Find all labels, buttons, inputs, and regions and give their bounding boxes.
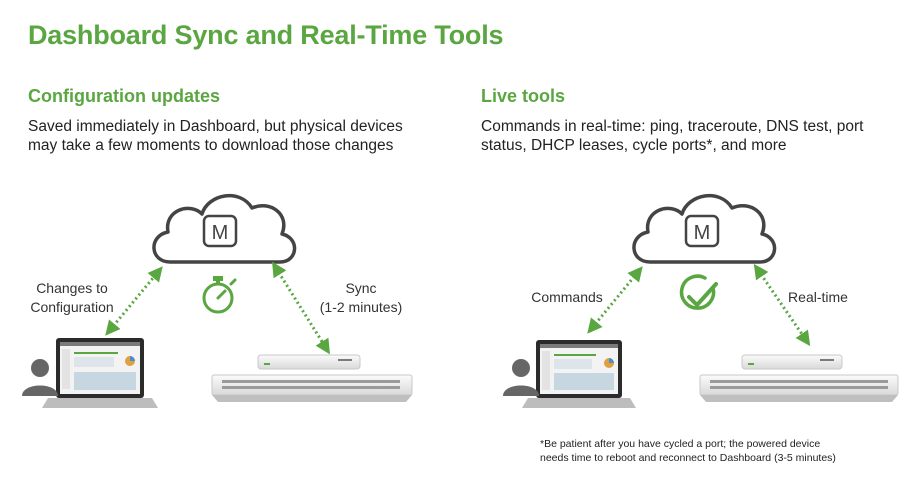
user-icon <box>22 359 58 396</box>
cloud-letter: M <box>212 222 229 244</box>
commands-label: Commands <box>531 289 603 305</box>
sync-arrow <box>272 261 330 355</box>
label-line: (1-2 minutes) <box>319 299 403 315</box>
label-line: Configuration <box>30 299 114 315</box>
footnote-line: *Be patient after you have cycled a port… <box>540 438 821 450</box>
switch-icon <box>699 374 899 402</box>
live-tools-description: Commands in real-time: ping, traceroute,… <box>481 117 911 155</box>
label-line: Sync <box>345 280 377 296</box>
live-tools-description-line: Commands in real-time: ping, traceroute,… <box>481 118 864 135</box>
live-tools-description-line: status, DHCP leases, cycle ports*, and m… <box>481 137 787 154</box>
command-arrow <box>587 266 643 334</box>
footnote-line: needs time to reboot and reconnect to Da… <box>540 452 836 464</box>
real-time-label: Real-time <box>788 289 848 305</box>
footnote: *Be patient after you have cycled a port… <box>540 437 900 465</box>
changes-to-configuration-label: Changes to Configuration <box>22 279 122 317</box>
config-updates-heading: Configuration updates <box>28 86 220 106</box>
user-icon <box>503 359 539 396</box>
realtime-arrow <box>753 263 811 347</box>
config-updates-description: Saved immediately in Dashboard, but phys… <box>28 117 458 155</box>
meraki-device-icon <box>741 354 843 370</box>
label-line: Changes to <box>36 280 108 296</box>
live-tools-heading: Live tools <box>481 86 566 106</box>
meraki-logo-icon: M <box>684 214 720 248</box>
checkmark-circle-icon <box>679 274 718 310</box>
meraki-device-icon <box>257 354 361 370</box>
cloud-letter: M <box>694 222 711 244</box>
laptop-icon <box>522 340 636 408</box>
config-description-line: may take a few moments to download those… <box>28 137 394 154</box>
meraki-logo-icon: M <box>202 214 238 248</box>
page-title: Dashboard Sync and Real-Time Tools <box>28 20 504 50</box>
sync-label: Sync (1-2 minutes) <box>306 279 416 317</box>
config-description-line: Saved immediately in Dashboard, but phys… <box>28 118 403 135</box>
stopwatch-icon <box>202 276 237 314</box>
laptop-icon <box>42 338 158 408</box>
switch-icon <box>211 374 413 402</box>
